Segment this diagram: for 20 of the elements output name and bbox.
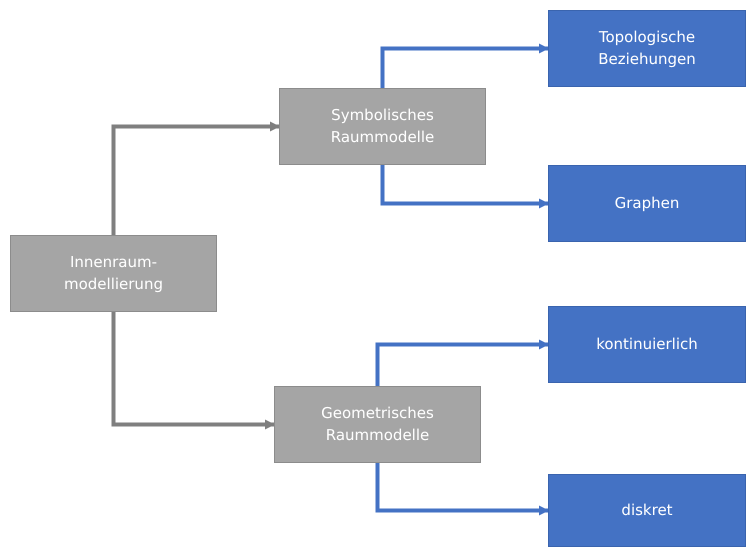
process-box	[548, 306, 746, 383]
box-label: Geometrisches Raummodelle	[320, 402, 435, 446]
process-box	[548, 474, 746, 547]
arrow	[380, 165, 549, 208]
process-box	[279, 88, 486, 165]
box-label: Symbolisches Raummodelle	[330, 104, 436, 148]
arrow	[112, 312, 275, 430]
arrow	[112, 122, 280, 235]
arrow	[376, 463, 549, 516]
process-box	[10, 235, 217, 312]
box-label: Graphen	[614, 192, 680, 214]
box-label: kontinuierlich	[596, 334, 698, 355]
box-label: diskret	[621, 500, 673, 521]
box-label: Innenraum- modellierung	[63, 252, 164, 294]
arrow	[380, 44, 549, 88]
process-box	[548, 10, 746, 87]
process-box	[274, 386, 481, 463]
arrow	[376, 340, 549, 386]
process-box	[548, 165, 746, 242]
box-label: Topologische Beziehungen	[597, 26, 697, 70]
